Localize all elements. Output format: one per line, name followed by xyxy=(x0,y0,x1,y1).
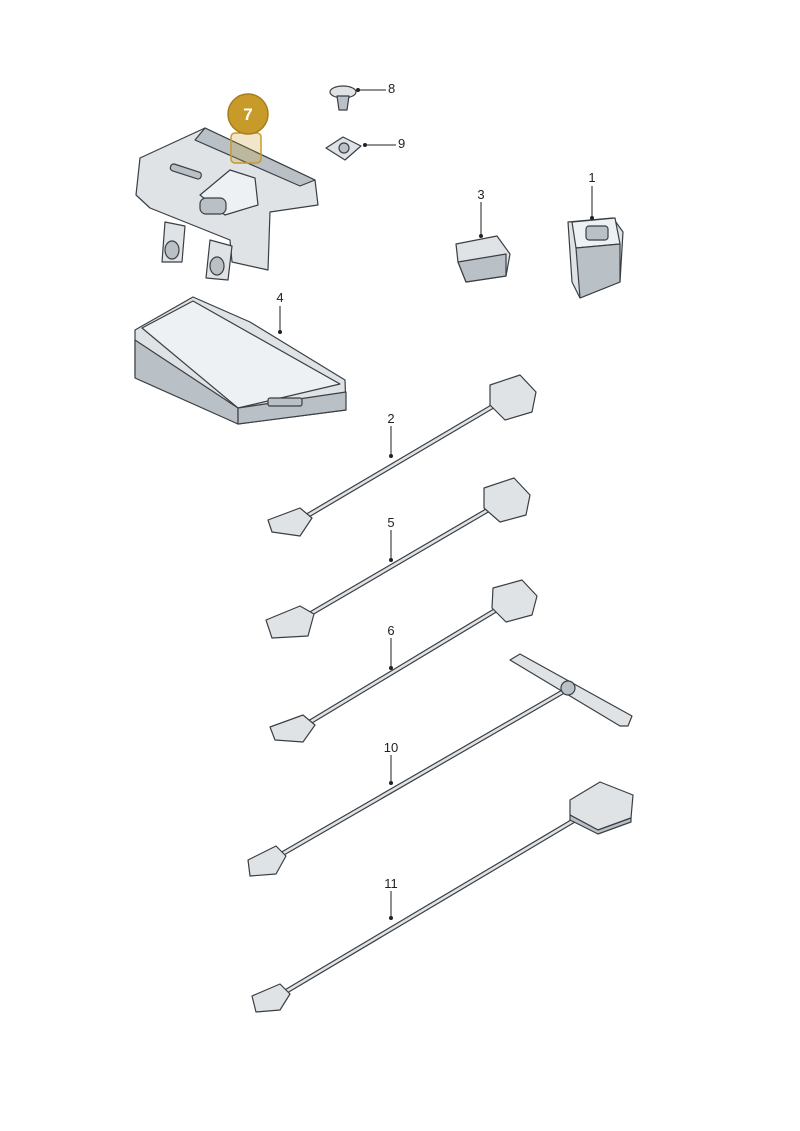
label-5: 5 xyxy=(387,515,394,530)
label-3: 3 xyxy=(477,187,484,202)
label-11: 11 xyxy=(384,876,398,891)
label-9: 9 xyxy=(398,136,405,151)
part-cable-5[interactable] xyxy=(265,477,531,639)
part-antenna-cable-11[interactable] xyxy=(251,781,634,1013)
part-bracket[interactable] xyxy=(135,127,319,281)
part-cable-2[interactable] xyxy=(267,374,537,537)
label-4: 4 xyxy=(276,290,283,305)
label-8: 8 xyxy=(388,81,395,96)
callout-7-number: 7 xyxy=(243,105,252,124)
label-6: 6 xyxy=(387,623,394,638)
part-usb-socket[interactable] xyxy=(567,217,624,299)
part-antenna-cable-10[interactable] xyxy=(247,653,633,877)
callout-7[interactable]: 7 xyxy=(227,93,269,164)
label-2: 2 xyxy=(387,411,394,426)
part-cable-6[interactable] xyxy=(269,579,538,743)
part-screw[interactable] xyxy=(329,85,357,111)
part-control-unit[interactable] xyxy=(134,296,347,425)
part-clip-nut[interactable] xyxy=(325,136,362,161)
part-cover-cap[interactable] xyxy=(455,235,511,283)
label-1: 1 xyxy=(588,170,595,185)
label-10: 10 xyxy=(384,740,398,755)
